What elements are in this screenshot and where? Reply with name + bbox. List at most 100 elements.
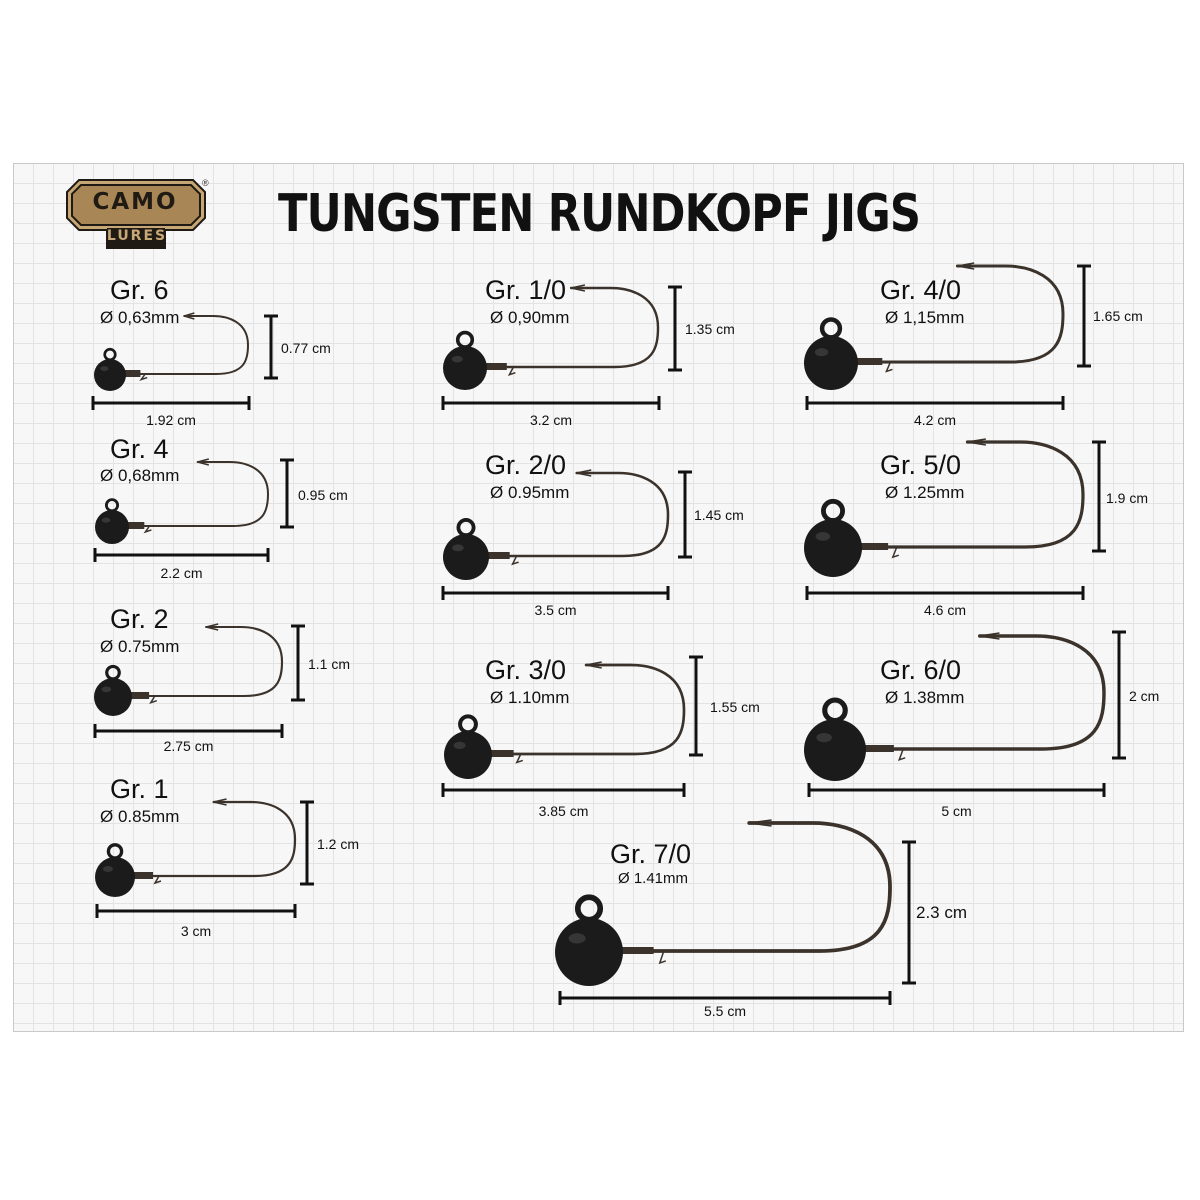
height-value: 1.55 cm	[710, 699, 760, 715]
height-value: 0.95 cm	[298, 487, 348, 503]
hook-barb	[213, 798, 227, 806]
hook-shank	[109, 315, 250, 375]
wire-diameter-label: Ø 0.95mm	[490, 483, 570, 502]
hook-shank	[464, 471, 670, 558]
jig-item	[95, 798, 314, 918]
height-value: 2 cm	[1129, 688, 1160, 704]
hook-barb	[576, 469, 592, 477]
height-ruler	[902, 840, 916, 985]
tungsten-ball-head	[444, 731, 492, 779]
hook-shank	[463, 286, 660, 369]
hook-barb	[957, 262, 975, 270]
head-highlight	[451, 355, 463, 363]
jig-item	[804, 262, 1091, 410]
height-value: 1.45 cm	[694, 507, 744, 523]
jig-size-label: Gr. 1	[110, 774, 169, 804]
bait-keeper	[511, 555, 519, 566]
wire-diameter-label: Ø 0,90mm	[490, 308, 570, 327]
length-value: 3.5 cm	[534, 602, 577, 618]
height-ruler	[668, 285, 682, 372]
length-value: 4.2 cm	[913, 412, 957, 428]
tungsten-ball-head	[804, 519, 862, 577]
wire-diameter-label: Ø 1.41mm	[618, 870, 689, 887]
jig-size-label: Gr. 3/0	[485, 655, 567, 685]
logo-registered-mark: ®	[202, 178, 209, 188]
hook-shank	[111, 461, 270, 527]
length-ruler	[558, 991, 892, 1005]
hook-barb	[749, 819, 772, 827]
wire-diameter-label: Ø 1.10mm	[490, 688, 570, 707]
bait-keeper	[891, 546, 900, 559]
line-eye	[103, 347, 117, 362]
line-eye	[456, 518, 476, 538]
hook-shank	[833, 634, 1106, 751]
bait-keeper	[507, 366, 516, 376]
hook-barb	[570, 284, 586, 292]
length-value: 3.85 cm	[538, 803, 589, 819]
line-eye	[104, 498, 120, 513]
length-value: 5 cm	[941, 803, 972, 819]
height-ruler	[1092, 440, 1106, 553]
bait-keeper	[897, 748, 906, 762]
wire-diameter-label: Ø 0.85mm	[100, 807, 180, 826]
jig-size-label: Gr. 4/0	[880, 275, 962, 305]
tungsten-ball-head	[804, 336, 858, 390]
jig-item	[555, 819, 916, 1005]
tungsten-ball-head	[94, 359, 126, 391]
hook-barb	[979, 632, 1000, 640]
hook-shank	[466, 663, 686, 756]
hook-shank	[831, 440, 1085, 549]
length-ruler	[441, 396, 661, 410]
height-ruler	[300, 800, 314, 886]
jig-size-label: Gr. 6	[110, 275, 169, 305]
length-ruler	[805, 586, 1085, 600]
jig-item	[93, 623, 305, 738]
bait-keeper	[515, 753, 524, 764]
jig-collar	[130, 692, 150, 699]
head-highlight	[568, 933, 586, 944]
length-ruler	[93, 724, 284, 738]
length-ruler	[93, 548, 270, 562]
head-highlight	[816, 732, 832, 743]
height-value: 2.3 cm	[916, 903, 968, 922]
head-highlight	[100, 366, 109, 371]
height-ruler	[689, 655, 703, 757]
length-ruler	[807, 783, 1106, 797]
bait-keeper	[139, 373, 148, 382]
line-eye	[458, 714, 478, 735]
hook-barb	[197, 458, 209, 466]
jig-collar	[489, 750, 514, 757]
jig-size-label: Gr. 7/0	[610, 839, 692, 869]
height-value: 1.1 cm	[308, 656, 351, 672]
length-ruler	[441, 783, 686, 797]
height-ruler	[1112, 630, 1126, 760]
tungsten-ball-head	[443, 346, 487, 390]
wire-diameter-label: Ø 1,15mm	[885, 308, 965, 327]
height-ruler	[264, 314, 278, 380]
jig-item	[441, 284, 682, 410]
head-highlight	[453, 741, 466, 750]
jig-size-label: Gr. 6/0	[880, 655, 962, 685]
logo-text: CAMO	[92, 189, 178, 215]
tungsten-ball-head	[555, 918, 623, 986]
bait-keeper	[143, 525, 152, 534]
bait-keeper	[885, 361, 893, 373]
hook-barb	[205, 623, 219, 631]
hook-barb	[967, 438, 986, 446]
head-highlight	[103, 866, 113, 872]
tungsten-ball-head	[94, 678, 132, 716]
length-value: 3.2 cm	[529, 412, 573, 428]
logo-badge-shape	[66, 179, 206, 249]
length-value: 2.2 cm	[160, 565, 203, 581]
jig-size-label: Gr. 2	[110, 604, 169, 634]
height-value: 1.2 cm	[317, 836, 360, 852]
grid-board	[13, 163, 1184, 1032]
line-eye	[819, 317, 843, 340]
jig-size-label: Gr. 4	[110, 434, 169, 464]
height-ruler	[291, 624, 305, 702]
wire-diameter-label: Ø 0.75mm	[100, 637, 180, 656]
length-value: 1.92 cm	[146, 412, 196, 428]
wire-diameter-label: Ø 1.38mm	[885, 688, 965, 707]
tungsten-ball-head	[95, 510, 129, 544]
tungsten-ball-head	[804, 719, 866, 781]
